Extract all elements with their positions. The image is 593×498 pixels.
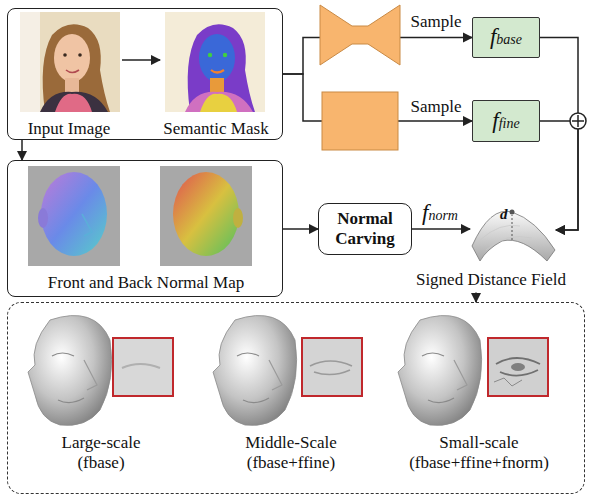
face-renders-part bbox=[488, 338, 548, 396]
node-text: Signed Distance Field bbox=[416, 270, 566, 290]
connector-arrow bbox=[540, 38, 578, 231]
semantic-mask-image-part-part bbox=[210, 78, 224, 92]
node-text: Middle-Scale (fbase+ffine) bbox=[231, 433, 351, 472]
face-renders-part bbox=[113, 338, 173, 396]
sum-symbol bbox=[570, 113, 586, 129]
sdf-figure: Signed Distance Field bbox=[470, 198, 556, 262]
node-text: Large-scale (fbase) bbox=[46, 433, 156, 472]
sdf-surface-part bbox=[480, 225, 532, 250]
input-photo-part bbox=[78, 53, 82, 57]
mlp-box: fbase bbox=[472, 17, 540, 58]
face-renders-part bbox=[494, 378, 522, 386]
normal-maps-part bbox=[233, 208, 243, 228]
face-renders-part bbox=[310, 361, 352, 375]
sum-symbol-part bbox=[570, 113, 586, 129]
input-photo-part bbox=[55, 94, 92, 112]
semantic-mask-image-part-part bbox=[199, 34, 235, 82]
node-text: Normal Carving bbox=[323, 209, 407, 248]
process-box: Normal Carving bbox=[318, 203, 412, 255]
connector-arrow bbox=[412, 228, 470, 230]
input-photo-part bbox=[20, 12, 120, 112]
input-panel: Input Image Semantic Mask bbox=[7, 8, 283, 140]
result-panel: Large-scale (fbase) Middle-Scale (fbase+f… bbox=[7, 302, 585, 494]
node-text: Front and Back Normal Map bbox=[48, 273, 244, 293]
input-photo-part bbox=[20, 12, 40, 112]
normal-maps-part bbox=[82, 214, 92, 236]
connector-arrow bbox=[475, 293, 477, 302]
semantic-mask-image-part-part bbox=[223, 53, 227, 57]
normal-maps-part bbox=[160, 166, 252, 266]
normal-maps-part bbox=[38, 208, 48, 228]
semantic-mask-image-part-part bbox=[200, 94, 237, 112]
normal-maps-part bbox=[41, 172, 107, 256]
node-text: ffine bbox=[492, 108, 519, 134]
input-photo bbox=[20, 12, 120, 112]
normal-maps-part bbox=[173, 172, 239, 256]
normal-maps bbox=[28, 166, 252, 266]
edge-label: fnorm bbox=[422, 200, 458, 226]
connector-arrow bbox=[540, 121, 578, 230]
sum-symbol-part bbox=[577, 115, 579, 127]
input-photo-part bbox=[40, 92, 108, 112]
face-renders-part bbox=[122, 364, 160, 368]
input-photo-part bbox=[66, 70, 79, 73]
face-renders bbox=[28, 316, 548, 426]
semantic-mask-image bbox=[165, 12, 265, 112]
face-renders-part bbox=[496, 358, 540, 376]
encoder-shape bbox=[322, 92, 398, 150]
callout-letter: d bbox=[500, 206, 508, 223]
face-renders-part bbox=[398, 316, 482, 426]
face-renders-part bbox=[511, 363, 525, 371]
normal-maps-part bbox=[28, 166, 120, 266]
semantic-mask-image-part-part bbox=[211, 70, 224, 73]
sdf-surface-part bbox=[512, 215, 513, 240]
input-photo-part bbox=[54, 34, 90, 82]
input-photo-part bbox=[63, 53, 67, 57]
normal-map-panel: Front and Back Normal Map bbox=[7, 160, 283, 297]
encoder-decoder-shape bbox=[320, 5, 400, 65]
connector-arrow bbox=[21, 140, 23, 160]
semantic-mask-image-part bbox=[185, 24, 255, 112]
semantic-mask-image-part-part bbox=[185, 92, 253, 112]
node-text: Small-scale (fbase+ffine+fnorm) bbox=[404, 433, 554, 472]
semantic-mask-image-part bbox=[165, 12, 265, 112]
face-renders-part bbox=[213, 316, 297, 426]
face-renders-part bbox=[302, 338, 362, 396]
encoder-shape-part bbox=[322, 92, 398, 150]
sdf-surface-part bbox=[510, 210, 515, 215]
face-renders-part bbox=[28, 316, 112, 426]
image-arrow bbox=[122, 59, 160, 61]
edge-label: Sample bbox=[411, 97, 462, 117]
input-photo-part bbox=[65, 78, 79, 92]
node-text: Semantic Mask bbox=[163, 119, 268, 139]
semantic-mask-image-part-part bbox=[208, 53, 212, 57]
encoder-decoder-shape-part bbox=[320, 5, 400, 65]
connector-arrow bbox=[283, 228, 318, 230]
sdf-surface bbox=[472, 210, 555, 262]
edge-label: Sample bbox=[411, 12, 462, 32]
sdf-surface-part bbox=[472, 211, 555, 261]
node-text: Input Image bbox=[28, 119, 111, 139]
mlp-box: ffine bbox=[472, 100, 540, 142]
node-text: fbase bbox=[490, 24, 522, 50]
